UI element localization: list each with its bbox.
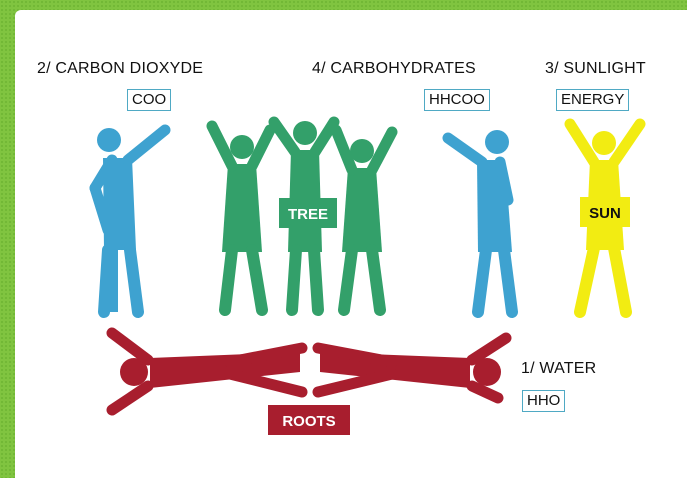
sun-tag: SUN [589, 205, 621, 222]
roots-tag-box [268, 405, 350, 435]
sun-figure [564, 118, 646, 318]
tree-tag: TREE [288, 206, 328, 223]
sunlight-label: 3/ SUNLIGHT [545, 60, 646, 77]
sunlight-box: ENERGY [556, 89, 630, 111]
carbon-figure-left [89, 124, 171, 318]
tree-tag-box [279, 198, 337, 228]
carbon-dioxyde-label: 2/ CARBON DIOXYDE [37, 60, 204, 77]
water-label: 1/ WATER [521, 360, 597, 377]
carbon-dioxyde-formula: COO [127, 89, 172, 111]
roots-figure-left [106, 327, 308, 416]
sun-tag-box [580, 197, 630, 227]
carbohydrates-label: 4/ CARBOHYDRATES [312, 60, 476, 77]
roots-figure-right [312, 332, 512, 404]
roots-tag: ROOTS [282, 413, 335, 430]
tree-figure-1 [206, 120, 276, 316]
carbohydrates-formula: HHCOO [424, 89, 490, 111]
water-formula: HHO [522, 390, 566, 412]
carbon-figure-right [442, 130, 518, 318]
tree-figure-3 [330, 124, 398, 316]
